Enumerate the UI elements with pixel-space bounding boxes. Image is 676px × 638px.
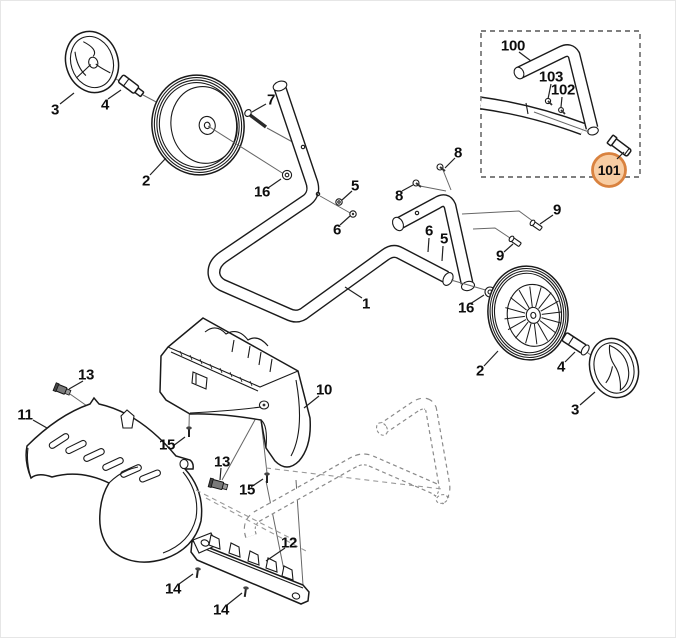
part-callout-15[interactable]: 15 xyxy=(158,436,176,454)
hubcap-left[interactable] xyxy=(58,24,127,99)
screw-15b[interactable] xyxy=(264,472,270,483)
dashed-leaders xyxy=(195,467,443,552)
ghost-frame xyxy=(243,397,451,538)
part-callout-5[interactable]: 5 xyxy=(350,177,360,195)
screw-8b[interactable] xyxy=(436,163,446,172)
screw-9b[interactable] xyxy=(508,235,522,247)
part-callout-3[interactable]: 3 xyxy=(570,401,580,419)
housing[interactable] xyxy=(159,317,312,468)
screw-leader-lines xyxy=(419,169,535,241)
axle-bolt-left[interactable] xyxy=(117,74,145,98)
part-callout-13[interactable]: 13 xyxy=(213,453,231,471)
part-callout-9[interactable]: 9 xyxy=(495,247,505,265)
detail-inset-box xyxy=(480,30,641,178)
part-callout-3[interactable]: 3 xyxy=(50,101,60,119)
part-callout-12[interactable]: 12 xyxy=(280,534,298,552)
fender-slots xyxy=(48,433,161,483)
hubcap-right[interactable] xyxy=(583,333,646,404)
axle-bolt-right[interactable] xyxy=(561,332,591,357)
highlight-ellipse[interactable] xyxy=(591,152,627,188)
part-callout-103[interactable]: 103 xyxy=(538,68,564,86)
part-callout-100[interactable]: 100 xyxy=(500,37,526,55)
part-callout-8[interactable]: 8 xyxy=(394,187,404,205)
part-callout-6[interactable]: 6 xyxy=(424,222,434,240)
part-callout-8[interactable]: 8 xyxy=(453,144,463,162)
part-callout-101[interactable]: 101 xyxy=(597,162,621,178)
part-callout-14[interactable]: 14 xyxy=(212,601,230,619)
screw-15a[interactable] xyxy=(186,426,192,437)
screw-13a[interactable] xyxy=(52,382,72,397)
screw-7[interactable] xyxy=(243,108,268,129)
wheel-left[interactable] xyxy=(144,68,252,182)
part-callout-13[interactable]: 13 xyxy=(77,366,95,384)
bracket-rail[interactable] xyxy=(190,532,310,605)
bolt-101[interactable] xyxy=(606,134,632,157)
washer-16-left[interactable] xyxy=(281,169,293,181)
part-callout-1[interactable]: 1 xyxy=(361,295,371,313)
screw-103[interactable] xyxy=(544,97,553,106)
part-callout-102[interactable]: 102 xyxy=(550,81,576,99)
screw-6-left[interactable] xyxy=(349,210,357,218)
part-callout-16[interactable]: 16 xyxy=(253,183,271,201)
part-callout-15[interactable]: 15 xyxy=(238,481,256,499)
part-callout-7[interactable]: 7 xyxy=(266,91,276,109)
part-callout-16[interactable]: 16 xyxy=(457,299,475,317)
part-callout-4[interactable]: 4 xyxy=(100,96,110,114)
part-callout-6[interactable]: 6 xyxy=(332,221,342,239)
part-callout-9[interactable]: 9 xyxy=(552,201,562,219)
screw-14b[interactable] xyxy=(242,586,249,598)
part-callout-4[interactable]: 4 xyxy=(556,358,566,376)
part-callout-11[interactable]: 11 xyxy=(17,406,33,424)
screw-14a[interactable] xyxy=(194,567,201,579)
part-callout-5[interactable]: 5 xyxy=(439,230,449,248)
screw-8a[interactable] xyxy=(412,179,422,188)
frame-tube[interactable] xyxy=(207,79,455,323)
screw-102[interactable] xyxy=(558,107,566,115)
screw-13b[interactable] xyxy=(207,477,229,491)
washer-5-left[interactable] xyxy=(335,198,343,206)
callout-leader-lines xyxy=(32,51,625,606)
wheel-right[interactable] xyxy=(483,261,574,364)
part-callout-2[interactable]: 2 xyxy=(475,362,485,380)
part-callout-14[interactable]: 14 xyxy=(164,580,182,598)
part-callout-2[interactable]: 2 xyxy=(141,172,151,190)
screw-9a[interactable] xyxy=(529,219,543,231)
part-callout-10[interactable]: 10 xyxy=(315,381,333,399)
fender[interactable] xyxy=(25,396,203,563)
